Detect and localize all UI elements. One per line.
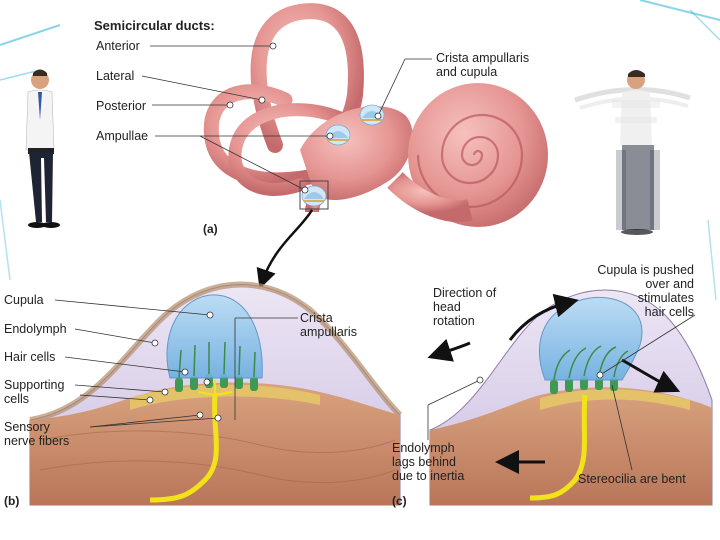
leader-lines-c: [427, 314, 696, 471]
label-crista-ampullaris-cupula-line1: Crista ampullaris: [436, 51, 530, 65]
leader-dots-a: [226, 42, 382, 194]
label-endolymph-lags-line2: lags behind: [392, 455, 456, 469]
label-cupula-pushed-line2: over and: [645, 277, 694, 291]
label-crista-ampullaris-line2: ampullaris: [300, 325, 357, 339]
label-direction-line2: head: [433, 300, 461, 314]
crista-section-c: [427, 289, 713, 506]
leader-lines-b: [54, 299, 298, 428]
leader-dots-b: [146, 311, 222, 422]
label-lateral: Lateral: [96, 69, 135, 83]
crista-section-b: [29, 281, 403, 506]
label-supporting-cells-line1: Supporting: [4, 378, 65, 392]
label-sensory-nerve-line2: nerve fibers: [4, 434, 70, 448]
panel-tag-b: (b): [4, 494, 20, 508]
label-ampullae: Ampullae: [96, 129, 149, 143]
label-posterior: Posterior: [96, 99, 147, 113]
label-anterior: Anterior: [96, 39, 140, 53]
cochlea-spiral: [387, 83, 548, 227]
label-stereocilia-bent: Stereocilia are bent: [578, 472, 686, 486]
panel-tag-a: (a): [203, 222, 218, 236]
leader-dots-c: [476, 371, 604, 384]
label-crista-ampullaris-line1: Crista: [300, 311, 333, 325]
label-endolymph-lags-line3: due to inertia: [392, 469, 465, 483]
decorative-corner-strokes: [0, 0, 720, 301]
label-cupula-pushed-line1: Cupula is pushed: [597, 263, 694, 277]
standing-man-figure: [25, 69, 60, 228]
label-endolymph-lags-line1: Endolymph: [392, 441, 455, 455]
label-direction-line1: Direction of: [433, 286, 497, 300]
label-crista-ampullaris-cupula-line2: and cupula: [436, 65, 498, 79]
pointer-arrow: [256, 209, 314, 290]
label-supporting-cells-line2: cells: [4, 392, 30, 406]
semicircular-ducts-heading: Semicircular ducts:: [94, 18, 215, 33]
label-hair-cells: Hair cells: [4, 350, 56, 364]
leader-lines-a: [141, 45, 432, 191]
label-cupula-pushed-line3: stimulates: [637, 291, 694, 305]
label-sensory-nerve-line1: Sensory: [4, 420, 50, 434]
inner-ear-illustration: [203, 3, 548, 227]
panel-tag-c: (c): [392, 494, 407, 508]
label-endolymph: Endolymph: [4, 322, 67, 336]
label-direction-line3: rotation: [433, 314, 475, 328]
label-cupula: Cupula: [4, 293, 44, 307]
label-cupula-pushed-line4: hair cells: [644, 305, 694, 319]
magnification-box: [299, 180, 329, 210]
spinning-man-figure: [574, 70, 691, 235]
